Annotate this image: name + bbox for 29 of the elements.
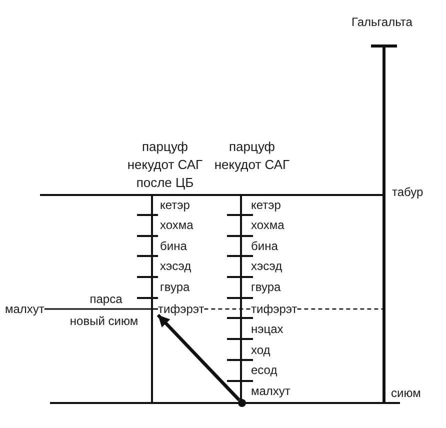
bar-title: Гальгальта <box>352 15 412 29</box>
line-label: табур <box>392 185 424 199</box>
level-label: есод <box>251 363 278 377</box>
level-label: хохма <box>251 218 284 232</box>
arrow <box>156 314 240 402</box>
dashed-line <box>204 308 251 310</box>
level-label: малхут <box>251 384 290 398</box>
edge-label: парса <box>90 292 122 306</box>
level-label: хэсэд <box>251 259 282 273</box>
level-label: кетэр <box>251 198 281 212</box>
level-label: тифэрэт <box>251 302 298 316</box>
level-label: гвура <box>160 280 190 294</box>
dot-icon <box>238 399 246 407</box>
level-label: ход <box>251 343 270 357</box>
line-label: сиюм <box>391 386 421 400</box>
column-heading: парцуф некудот САГ после ЦБ <box>126 138 204 192</box>
connector-line <box>44 308 158 310</box>
level-label: гвура <box>251 280 281 294</box>
level-label: хохма <box>160 218 194 232</box>
level-label: тифэрэт <box>158 302 204 316</box>
line-label: новый сиюм <box>70 314 138 328</box>
level-label: нэцах <box>251 322 284 336</box>
level-label: хэсэд <box>160 259 192 273</box>
dashed-line <box>297 308 382 310</box>
level-label: малхут <box>5 302 44 316</box>
level-label: кетэр <box>160 198 190 212</box>
column-heading: парцуф некудот САГ <box>214 138 290 174</box>
level-label: бина <box>251 239 278 253</box>
level-label: бина <box>160 239 187 253</box>
